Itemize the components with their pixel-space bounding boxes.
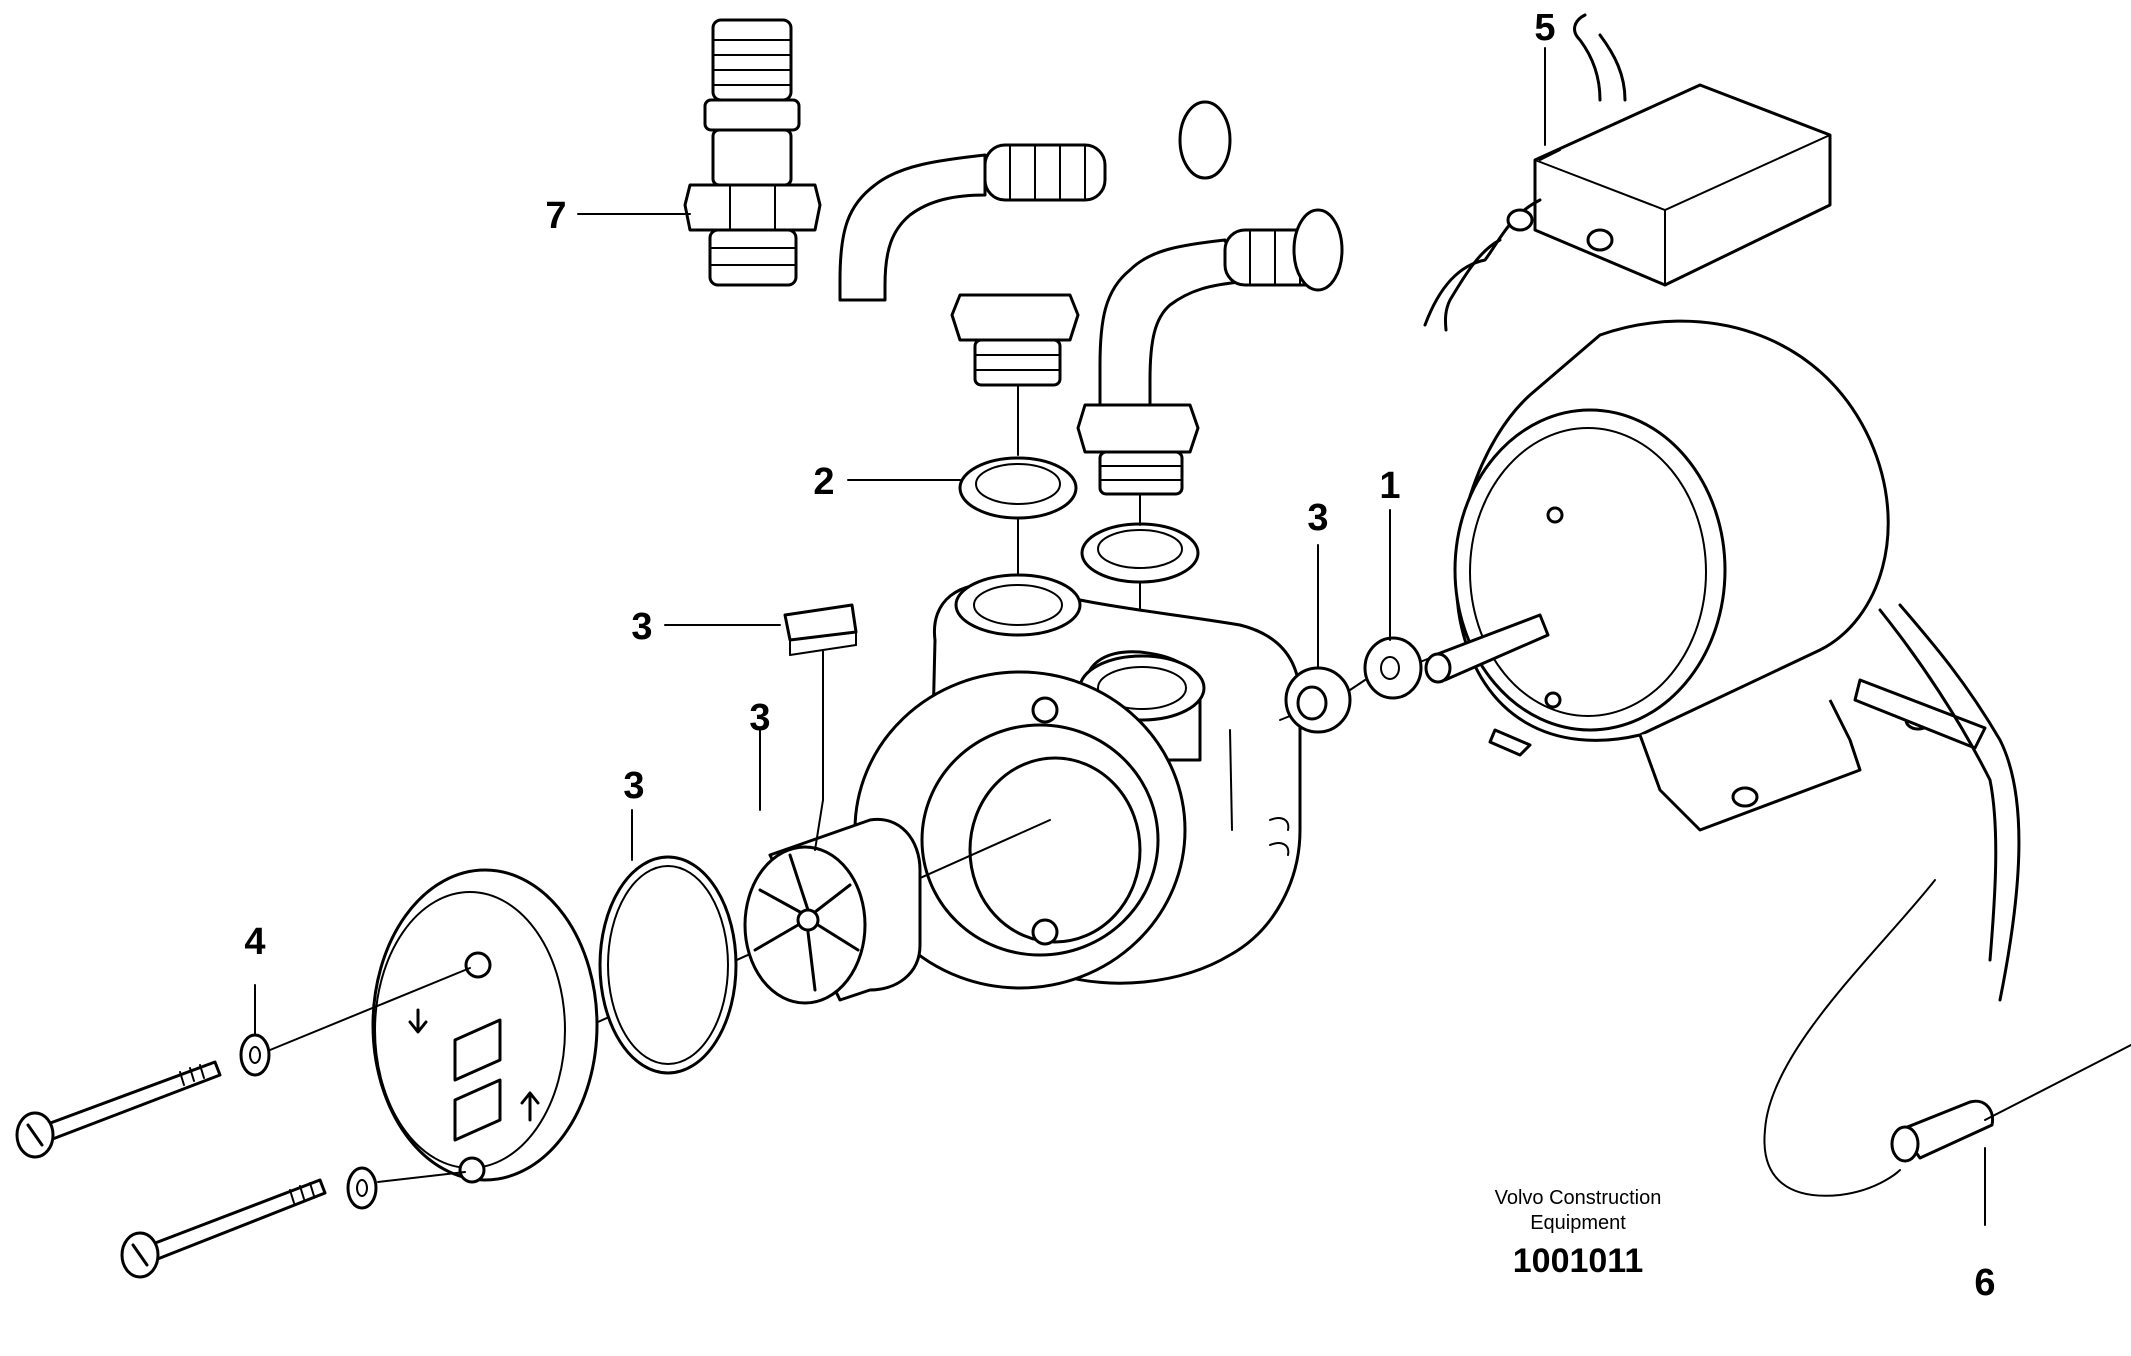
part-3-small-seal-block xyxy=(783,603,858,656)
part-4-washer-lower xyxy=(346,1166,378,1210)
part-3-shaft-seal xyxy=(1284,666,1352,734)
callout-4: 4 xyxy=(244,921,265,963)
end-cover-plate xyxy=(371,868,599,1184)
part-3-o-ring xyxy=(598,855,738,1075)
drawing-number: 1001011 xyxy=(1513,1242,1644,1280)
callout-5: 5 xyxy=(1534,7,1555,49)
callout-3-shaft-seal: 3 xyxy=(1307,497,1328,539)
part-6-cable-fuse xyxy=(1890,1044,2131,1226)
screw-lower xyxy=(120,1178,327,1279)
callout-3-o-ring: 3 xyxy=(623,765,644,807)
pump-housing xyxy=(853,573,1302,990)
part-5-junction-box xyxy=(1423,13,1832,332)
callout-1: 1 xyxy=(1379,465,1400,507)
electric-motor xyxy=(1424,319,2021,1197)
callout-leaders xyxy=(254,47,1546,1036)
callout-7: 7 xyxy=(545,195,566,237)
screw-upper xyxy=(15,1060,222,1159)
part-3-impeller xyxy=(743,817,922,1005)
part-2-elbow-lower xyxy=(1076,208,1344,496)
credit-line-1: Volvo Construction xyxy=(1495,1187,1662,1209)
callout-3-impeller: 3 xyxy=(749,697,770,739)
credit-line-2: Equipment xyxy=(1530,1212,1626,1234)
part-2-elbow-upper xyxy=(838,100,1232,387)
part-2-seal-ring-upper xyxy=(958,456,1078,520)
part-4-washer-upper xyxy=(239,1033,271,1077)
part-2-seal-ring-lower xyxy=(1080,522,1200,584)
callout-2: 2 xyxy=(813,461,834,503)
callout-3-seal-block: 3 xyxy=(631,606,652,648)
callout-6: 6 xyxy=(1974,1262,1995,1304)
part-7-nipple xyxy=(683,18,822,287)
part-1-washer xyxy=(1363,636,1423,700)
